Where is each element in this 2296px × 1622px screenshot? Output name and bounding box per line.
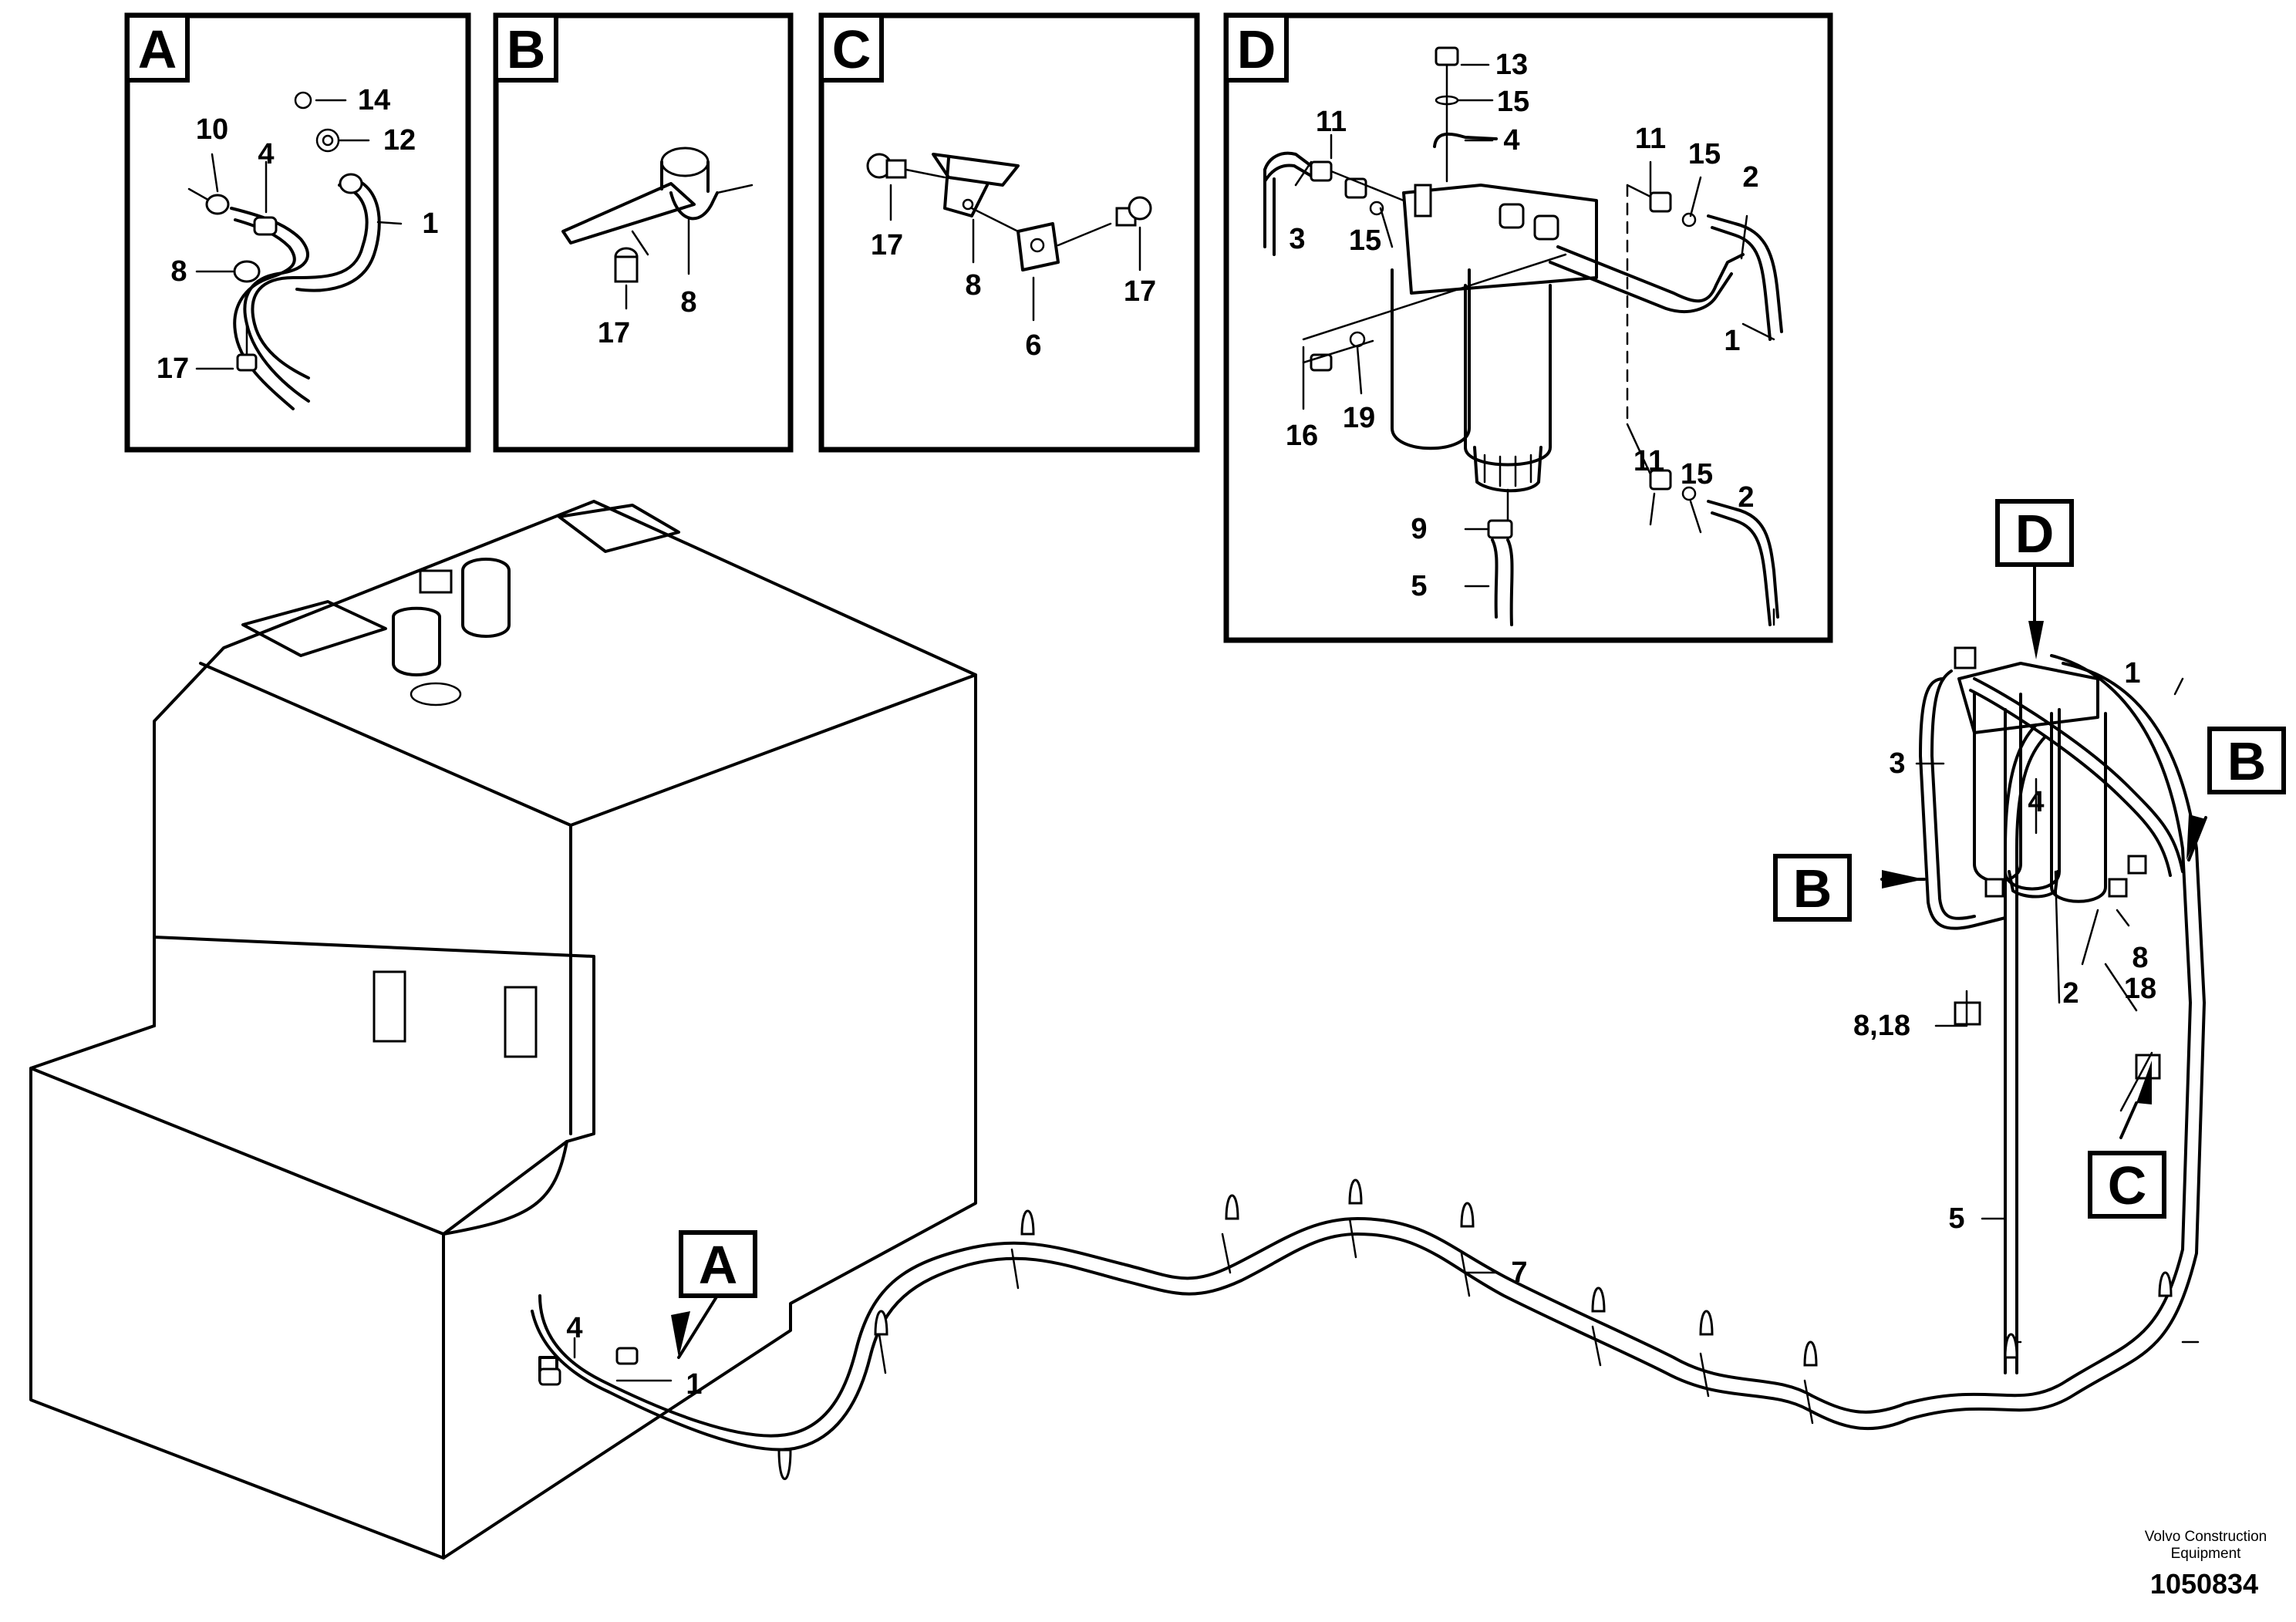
callout-d-15-right-top: 15 [1688,138,1721,170]
detail-panel-d: D [1223,12,1833,643]
credit-line-2: Equipment [2171,1546,2242,1562]
callout-d-5: 5 [1411,570,1427,602]
callout-main-5: 5 [1948,1202,1964,1235]
document-number: 1050834 [2150,1568,2258,1600]
fuel-lines [531,646,2206,1480]
callout-b-8: 8 [680,286,696,319]
callout-main-8-18: 8,18 [1853,1010,1910,1042]
svg-text:B: B [2227,731,2267,791]
svg-text:D: D [2015,504,2055,564]
callout-d-11-left: 11 [1316,106,1347,138]
callout-c-8: 8 [965,269,981,302]
callout-c-17-left: 17 [871,229,903,261]
callout-a-10: 10 [196,113,228,146]
callout-d-11-right-bottom: 11 [1633,445,1664,477]
main-tag-a: A [679,1230,757,1298]
callout-d-3: 3 [1289,223,1305,255]
callout-main-2: 2 [2062,977,2079,1010]
callout-a-1: 1 [422,207,438,240]
svg-text:D: D [1237,19,1276,79]
svg-text:A: A [138,19,177,79]
callout-a-4: 4 [258,138,274,170]
panel-b-drawing [561,147,754,310]
panel-d-drawing [1263,46,1783,626]
callout-main-8: 8 [2132,942,2148,974]
callout-main-18: 18 [2124,973,2156,1005]
callout-main-3: 3 [1889,747,1905,780]
callout-d-4: 4 [1503,124,1519,157]
main-tag-c: C [2088,1151,2166,1219]
callout-main-4: 4 [566,1312,582,1344]
detail-panel-a: A 14 12 10 4 1 8 17 [124,12,471,453]
callout-a-8: 8 [170,255,187,288]
callout-d-16: 16 [1286,420,1318,452]
panel-c-drawing [866,153,1152,322]
main-tag-b-left: B [1773,854,1852,922]
callout-d-15-top: 15 [1497,86,1529,118]
callout-d-9: 9 [1411,513,1427,545]
callout-d-2-top: 2 [1742,161,1758,194]
callout-b-17: 17 [598,317,630,349]
main-tag-d: D [1995,499,2074,567]
callout-d-2-bottom: 2 [1738,481,1754,514]
detail-panel-b: B 17 8 [493,12,794,453]
callout-c-17-right: 17 [1124,275,1156,308]
callout-main-4-filter: 4 [2028,786,2044,818]
svg-text:B: B [507,19,546,79]
callout-a-14: 14 [358,84,390,116]
fuel-tank [29,500,977,1560]
main-arrows [671,565,2207,1359]
credit-line-1: Volvo Construction [2145,1529,2267,1545]
callout-d-1: 1 [1724,325,1740,357]
callout-main-7: 7 [1511,1256,1527,1289]
svg-text:B: B [1793,858,1832,919]
callout-d-15-right-bottom: 15 [1681,458,1713,491]
svg-text:C: C [2108,1155,2147,1216]
callout-a-17: 17 [157,352,189,385]
svg-text:A: A [699,1235,738,1295]
main-tag-b-right: B [2207,727,2286,794]
panel-a-drawing [187,91,403,410]
callout-d-11-right-top: 11 [1635,123,1666,155]
callout-d-15-left: 15 [1349,224,1381,257]
callout-a-12: 12 [383,124,416,157]
callout-d-13: 13 [1495,49,1528,81]
tube-clamps [777,1179,2200,1480]
callout-main-1-tank: 1 [686,1368,702,1401]
callout-c-6: 6 [1025,329,1041,362]
svg-text:C: C [832,19,872,79]
detail-panel-c: C 17 8 6 17 [818,12,1200,453]
callout-d-19: 19 [1343,402,1375,434]
callout-main-1-filter: 1 [2124,657,2140,690]
main-leaders [573,677,2184,1382]
